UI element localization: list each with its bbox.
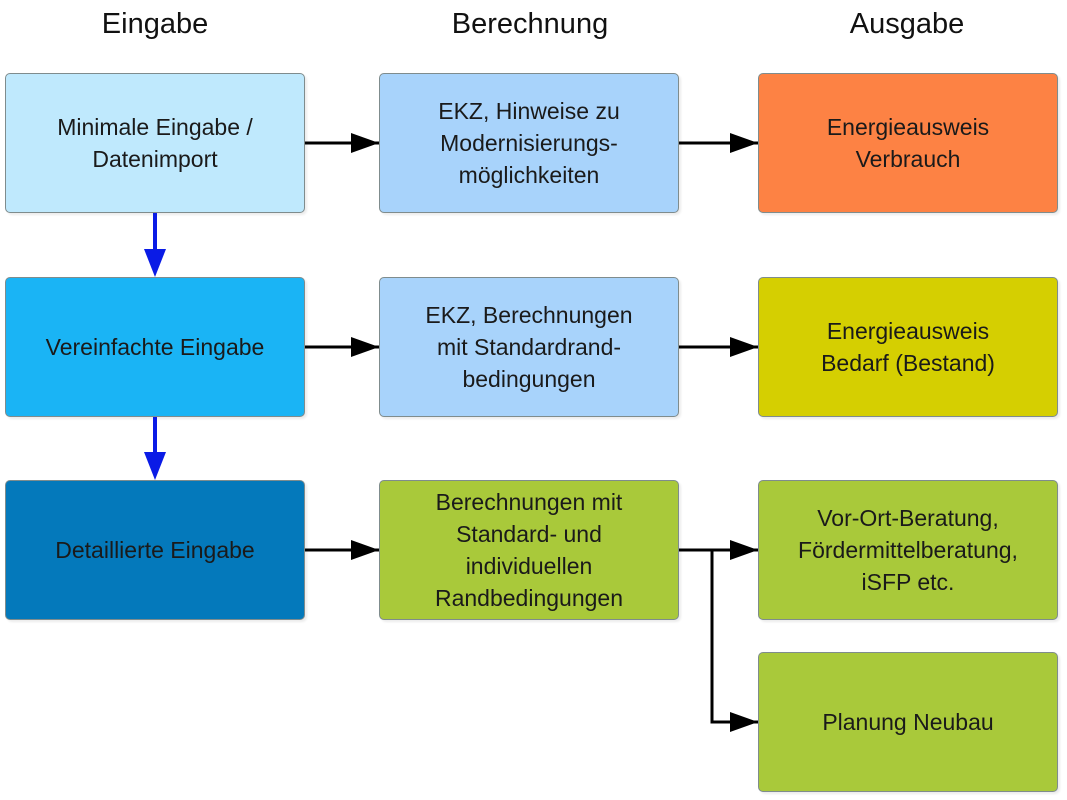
node-detailed-input: Detaillierte Eingabe — [5, 480, 305, 620]
node-output-demand: Energieausweis Bedarf (Bestand) — [758, 277, 1058, 417]
node-output-consumption-label: Energieausweis Verbrauch — [826, 114, 990, 172]
arrowhead-simple — [144, 249, 166, 277]
arrowhead-out1 — [730, 133, 758, 153]
arrowhead-calc3 — [351, 540, 379, 560]
node-minimal-input: Minimale Eingabe / Datenimport — [5, 73, 305, 213]
node-simplified-input: Vereinfachte Eingabe — [5, 277, 305, 417]
arrowhead-out3 — [730, 540, 758, 560]
node-calc-ekz-standard: EKZ, Berechnungen mit Standardrand- bedi… — [379, 277, 679, 417]
node-calc-individual-label: Berechnungen mit Standard- und individue… — [434, 489, 623, 611]
node-detailed-input-label: Detaillierte Eingabe — [55, 537, 255, 563]
node-calc-ekz-hints-label: EKZ, Hinweise zu Modernisierungs- möglic… — [438, 98, 620, 188]
node-output-demand-label: Energieausweis Bedarf (Bestand) — [821, 318, 995, 376]
node-output-newbuild-label: Planung Neubau — [822, 709, 994, 735]
node-output-consulting: Vor-Ort-Beratung, Fördermittelberatung, … — [758, 480, 1058, 620]
node-output-newbuild: Planung Neubau — [758, 652, 1058, 792]
node-simplified-input-label: Vereinfachte Eingabe — [45, 334, 265, 360]
arrowhead-calc2 — [351, 337, 379, 357]
arrowhead-calc1 — [351, 133, 379, 153]
node-output-consumption: Energieausweis Verbrauch — [758, 73, 1058, 213]
node-calc-individual: Berechnungen mit Standard- und individue… — [379, 480, 679, 620]
node-calc-ekz-hints: EKZ, Hinweise zu Modernisierungs- möglic… — [379, 73, 679, 213]
node-minimal-input-label: Minimale Eingabe / Datenimport — [57, 114, 253, 172]
node-output-consulting-label: Vor-Ort-Beratung, Fördermittelberatung, … — [798, 505, 1018, 595]
header-output: Ausgabe — [849, 8, 965, 40]
header-calculation: Berechnung — [451, 8, 609, 40]
arrowhead-out4 — [730, 712, 758, 732]
header-input: Eingabe — [101, 8, 209, 40]
arrowhead-detailed — [144, 452, 166, 480]
node-calc-ekz-standard-label: EKZ, Berechnungen mit Standardrand- bedi… — [425, 302, 633, 392]
arrowhead-out2 — [730, 337, 758, 357]
arrow-calc3-to-out4 — [710, 550, 758, 724]
